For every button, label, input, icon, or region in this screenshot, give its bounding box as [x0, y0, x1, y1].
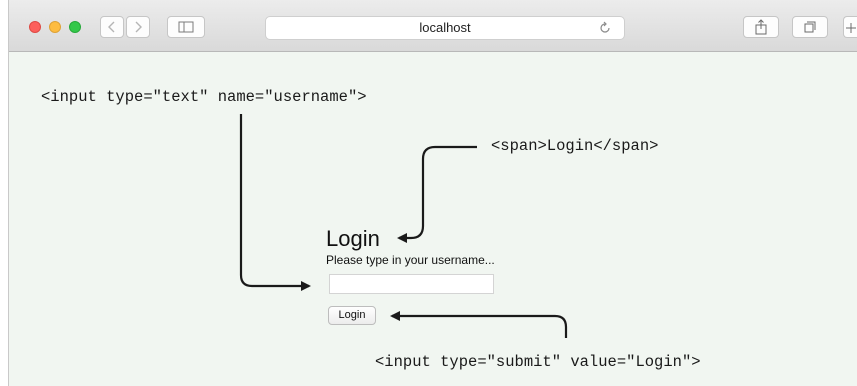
tabs-icon: [804, 21, 816, 33]
username-hint: Please type in your username...: [326, 253, 495, 267]
arrow-to-login-button: [390, 311, 568, 338]
arrow-to-login-heading: [397, 145, 477, 243]
sidebar-icon: [178, 21, 194, 33]
share-icon: [755, 19, 767, 35]
new-tab-icon: [846, 23, 856, 33]
forward-button[interactable]: [126, 16, 150, 38]
page-viewport: <input type="text" name="username"> <spa…: [9, 52, 857, 386]
share-button[interactable]: [743, 16, 779, 38]
span-tag-annotation: <span>Login</span>: [491, 137, 659, 155]
reload-icon[interactable]: [598, 21, 612, 35]
tabs-overview-button[interactable]: [792, 16, 828, 38]
login-heading: Login: [326, 226, 380, 251]
back-icon: [108, 21, 115, 33]
new-tab-button[interactable]: [843, 16, 857, 38]
address-bar[interactable]: localhost: [265, 16, 625, 40]
input-tag-annotation: <input type="text" name="username">: [41, 88, 367, 106]
minimize-window-button[interactable]: [49, 21, 61, 33]
login-button[interactable]: Login: [328, 306, 376, 325]
close-window-button[interactable]: [29, 21, 41, 33]
zoom-window-button[interactable]: [69, 21, 81, 33]
sidebar-toggle-button[interactable]: [167, 16, 205, 38]
browser-window: localhost <input: [8, 0, 857, 386]
annotation-arrows: [239, 114, 568, 338]
forward-icon: [135, 21, 142, 33]
arrow-to-username-input: [239, 114, 311, 291]
submit-tag-annotation: <input type="submit" value="Login">: [375, 353, 701, 371]
address-text: localhost: [419, 20, 471, 35]
username-input[interactable]: [329, 274, 494, 294]
back-button[interactable]: [100, 16, 124, 38]
browser-toolbar: localhost: [9, 0, 857, 52]
